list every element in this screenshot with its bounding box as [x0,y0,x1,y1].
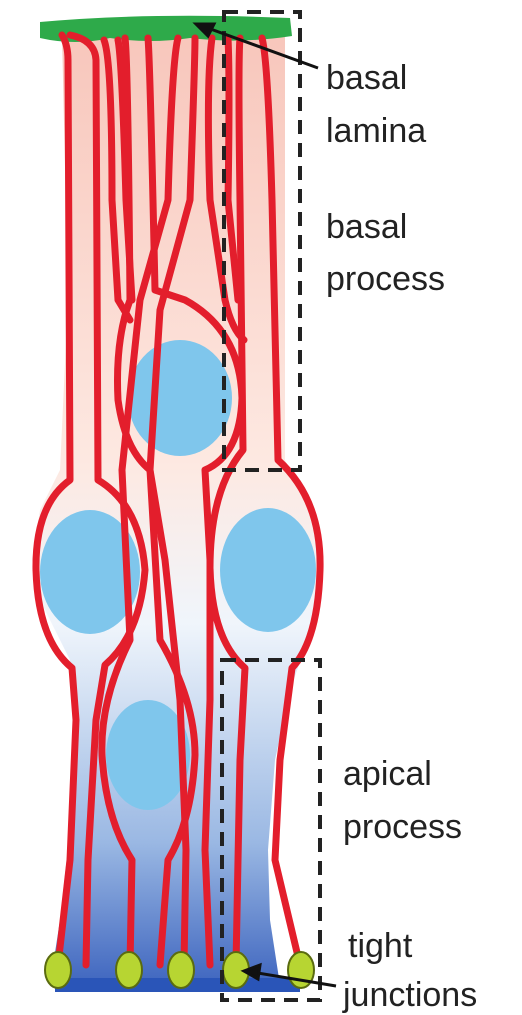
label-tight-junctions-1: tight [348,927,413,965]
tight-junction [45,952,71,988]
nucleus-upper [128,340,232,456]
label-basal-process-2: process [326,260,445,298]
label-tight-junctions-2: junctions [342,976,477,1014]
label-basal-process-1: basal [326,208,407,246]
label-basal-lamina-1: basal [326,59,407,97]
label-basal-lamina-2: lamina [326,112,426,150]
tight-junction [168,952,194,988]
tight-junction [116,952,142,988]
nucleus-right [220,508,316,632]
label-apical-process-1: apical [343,755,432,793]
label-apical-process-2: process [343,808,462,846]
